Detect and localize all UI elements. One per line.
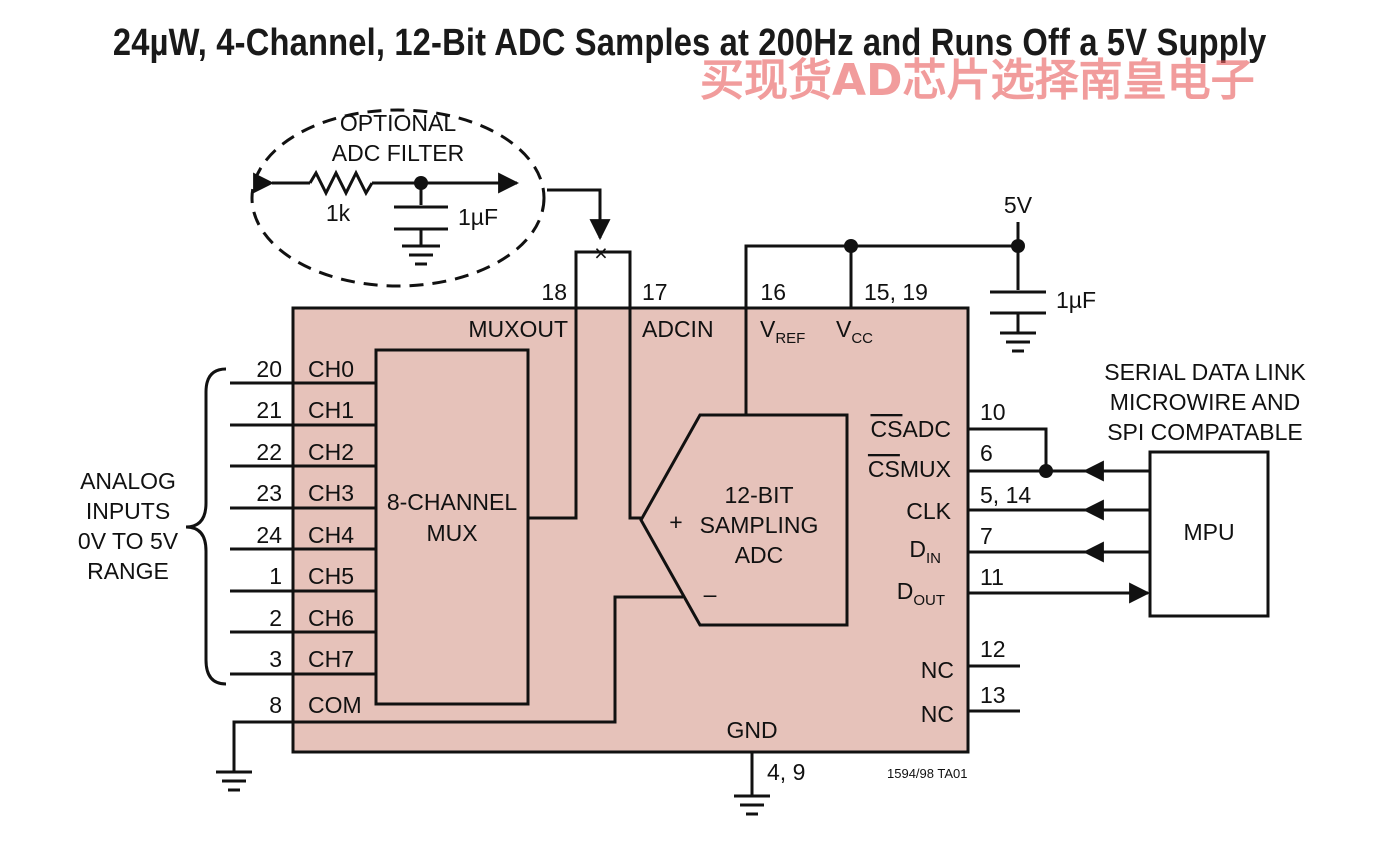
analog-inputs-label: 0V TO 5V <box>78 528 179 554</box>
pin-number: 16 <box>760 279 786 305</box>
vref-label: VREF <box>760 316 805 347</box>
analog-inputs-label: INPUTS <box>86 498 170 524</box>
com-label: COM <box>308 692 362 718</box>
csadc-label: CSADC <box>870 416 951 442</box>
filter-cap-value: 1µF <box>458 204 498 230</box>
pin-number: 6 <box>980 440 993 466</box>
vcc-label: VCC <box>836 316 873 347</box>
pin-number: 18 <box>541 279 567 305</box>
channel-label: CH1 <box>308 397 354 423</box>
channel-label: CH7 <box>308 646 354 672</box>
cut-mark: × <box>594 240 607 266</box>
pin-number: 5, 14 <box>980 482 1031 508</box>
ground-symbol <box>402 244 440 266</box>
adc-label-3: ADC <box>735 542 784 568</box>
mux-block <box>374 348 530 706</box>
supply-voltage: 5V <box>1004 192 1033 218</box>
pin-number: 10 <box>980 399 1006 425</box>
resistor-symbol <box>308 169 374 197</box>
channel-label: CH5 <box>308 563 354 589</box>
pin-number: 21 <box>256 397 282 423</box>
resistor-value: 1k <box>326 200 351 226</box>
ground-symbol <box>1000 331 1036 353</box>
pin-number: 15, 19 <box>864 279 928 305</box>
adc-label-1: 12-BIT <box>724 482 793 508</box>
adc-minus: – <box>704 581 717 607</box>
pin-number: 7 <box>980 523 993 549</box>
mux-label-1: 8-CHANNEL <box>387 489 518 515</box>
pin-number: 2 <box>269 605 282 631</box>
serial-label: SERIAL DATA LINK <box>1104 359 1306 385</box>
pin-number: 17 <box>642 279 668 305</box>
mpu-label: MPU <box>1183 519 1234 545</box>
gnd-pins: 4, 9 <box>767 759 805 785</box>
din-label: DIN <box>909 536 941 567</box>
adc-block <box>639 413 849 627</box>
serial-label: MICROWIRE AND <box>1110 389 1300 415</box>
pin-number: 23 <box>256 480 282 506</box>
filter-label: OPTIONAL <box>340 110 457 136</box>
mpu-block <box>1148 450 1270 618</box>
junction-dot <box>1039 464 1053 478</box>
nc-label: NC <box>921 657 954 683</box>
filter-pointer <box>547 188 611 241</box>
pin-number: 8 <box>269 692 282 718</box>
page-title: 24µW, 4-Channel, 12-Bit ADC Samples at 2… <box>113 22 1267 64</box>
ground-symbol <box>216 760 252 792</box>
pin-number: 24 <box>256 522 282 548</box>
pin-number: 13 <box>980 682 1006 708</box>
csmux-label: CSMUX <box>868 456 951 482</box>
title-wrap: 24µW, 4-Channel, 12-Bit ADC Samples at 2… <box>0 22 1380 65</box>
mux-label-2: MUX <box>426 520 477 546</box>
pin-number: 12 <box>980 636 1006 662</box>
channel-label: CH0 <box>308 356 354 382</box>
dout-label: DOUT <box>897 578 945 609</box>
muxout-label: MUXOUT <box>468 316 568 342</box>
filter-ellipse <box>250 108 546 288</box>
junction-dot <box>844 239 858 253</box>
analog-inputs-label: ANALOG <box>80 468 176 494</box>
adc-label-2: SAMPLING <box>700 512 819 538</box>
clk-label: CLK <box>906 498 951 524</box>
ground-symbol <box>734 794 770 816</box>
channel-label: CH4 <box>308 522 354 548</box>
channel-label: CH3 <box>308 480 354 506</box>
supply-cap-value: 1µF <box>1056 287 1096 313</box>
adc-plus: + <box>669 509 682 535</box>
serial-label: SPI COMPATABLE <box>1107 419 1303 445</box>
analog-inputs-label: RANGE <box>87 558 169 584</box>
filter-label: ADC FILTER <box>332 140 464 166</box>
part-code: 1594/98 TA01 <box>887 766 967 781</box>
pin-number: 22 <box>256 439 282 465</box>
gnd-label: GND <box>726 717 777 743</box>
pin-number: 11 <box>980 564 1004 590</box>
channel-label: CH6 <box>308 605 354 631</box>
input-brace <box>185 367 227 686</box>
nc-label: NC <box>921 701 954 727</box>
pin-number: 3 <box>269 646 282 672</box>
pin-number: 20 <box>256 356 282 382</box>
adcin-label: ADCIN <box>642 316 714 342</box>
pin-number: 1 <box>269 563 282 589</box>
channel-label: CH2 <box>308 439 354 465</box>
